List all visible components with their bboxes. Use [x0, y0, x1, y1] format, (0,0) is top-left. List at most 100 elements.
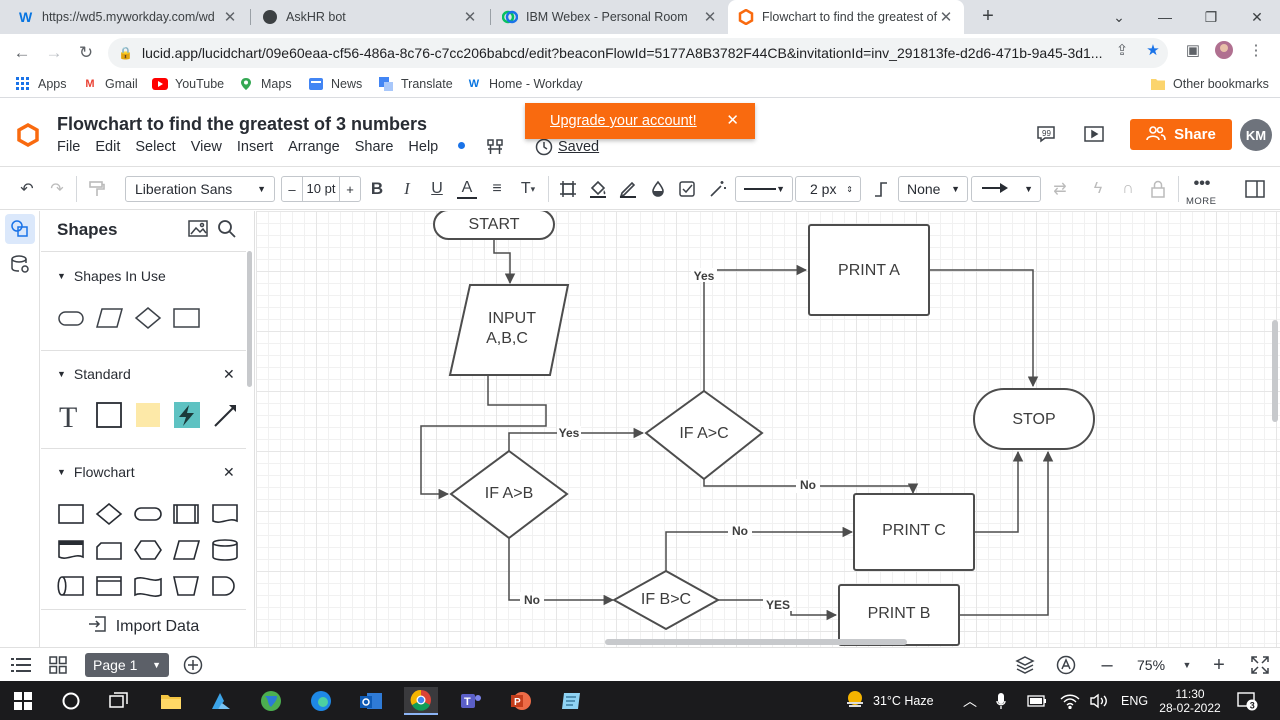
- profile-avatar-icon[interactable]: [1214, 40, 1234, 60]
- text-color-icon[interactable]: A: [457, 179, 477, 199]
- connector-ifbc-printc[interactable]: [665, 526, 854, 571]
- decision-ifbc[interactable]: [611, 569, 721, 631]
- tab-search-icon[interactable]: ⌄: [1113, 8, 1125, 25]
- close-section-icon[interactable]: ✕: [223, 366, 235, 382]
- database-shape[interactable]: [212, 539, 238, 561]
- menu-edit[interactable]: Edit: [95, 139, 121, 155]
- section-shapes-in-use[interactable]: ▼Shapes In Use: [57, 268, 166, 284]
- browser-tab-workday[interactable]: W https://wd5.myworkday.com/wd ✕: [19, 9, 237, 26]
- close-section-icon[interactable]: ✕: [223, 464, 235, 480]
- start-terminator[interactable]: [433, 211, 555, 240]
- redo-icon[interactable]: ↷: [50, 181, 64, 198]
- present-icon[interactable]: [1083, 124, 1105, 144]
- image-search-icon[interactable]: [188, 220, 210, 241]
- section-flowchart[interactable]: ▼Flowchart: [57, 464, 135, 480]
- connector-printa-stop[interactable]: [929, 269, 1039, 388]
- browser-tab-lucid[interactable]: Flowchart to find the greatest of ✕: [728, 0, 964, 34]
- input-parallelogram[interactable]: [448, 284, 570, 376]
- notification-center-icon[interactable]: 3: [1236, 681, 1258, 720]
- connector-ifac-printa[interactable]: [703, 264, 808, 391]
- clock[interactable]: 11:30 28-02-2022: [1159, 686, 1221, 715]
- decision-shape[interactable]: [95, 503, 123, 526]
- action-icon[interactable]: ϟ: [1093, 180, 1103, 197]
- delay-shape[interactable]: [212, 576, 235, 596]
- notepad-icon[interactable]: [554, 687, 588, 715]
- italic-icon[interactable]: I: [404, 179, 410, 198]
- restore-icon[interactable]: ❐: [1204, 8, 1218, 25]
- bookmark-translate[interactable]: Translate: [378, 76, 453, 92]
- decrease-size-button[interactable]: –: [288, 181, 296, 197]
- shapes-panel-icon[interactable]: [5, 214, 35, 244]
- underline-icon[interactable]: U: [431, 180, 443, 197]
- connector-ifab-ifac[interactable]: [508, 427, 645, 451]
- menu-help[interactable]: Help: [408, 139, 480, 155]
- page-tab[interactable]: Page 1▼: [85, 653, 169, 677]
- undo-icon[interactable]: ↶: [20, 181, 34, 198]
- layers-icon[interactable]: [1014, 655, 1036, 675]
- rectangle-shape[interactable]: [173, 308, 200, 328]
- close-window-icon[interactable]: ✕: [1251, 8, 1263, 25]
- bold-icon[interactable]: B: [370, 179, 384, 198]
- line-color-icon[interactable]: [617, 179, 639, 199]
- font-size-stepper[interactable]: –10 pt+: [281, 176, 361, 202]
- stop-terminator[interactable]: [973, 388, 1095, 450]
- task-view-icon[interactable]: [102, 687, 136, 715]
- internal-storage-shape[interactable]: [96, 576, 122, 596]
- powerpoint-icon[interactable]: P: [504, 687, 538, 715]
- menu-share[interactable]: Share: [354, 139, 394, 155]
- back-icon[interactable]: ←: [13, 43, 31, 62]
- line-shape-icon[interactable]: [871, 179, 891, 199]
- canvas-horizontal-scrollbar[interactable]: [605, 639, 907, 645]
- terminator-shape[interactable]: [134, 507, 162, 521]
- user-avatar[interactable]: KM: [1240, 119, 1272, 151]
- bookmark-youtube[interactable]: YouTube: [152, 76, 224, 92]
- saved-status[interactable]: Saved: [558, 139, 600, 155]
- direct-data-shape[interactable]: [57, 576, 84, 596]
- fill-color-icon[interactable]: [587, 179, 609, 199]
- integrations-icon[interactable]: [484, 137, 506, 157]
- page-list-icon[interactable]: [10, 655, 32, 675]
- process-print-a[interactable]: [808, 224, 930, 316]
- container-icon[interactable]: [557, 179, 579, 199]
- new-tab-icon[interactable]: +: [982, 5, 994, 27]
- other-bookmarks[interactable]: Other bookmarks: [1150, 76, 1269, 92]
- manual-operation-shape[interactable]: [173, 576, 199, 596]
- end-arrow-select[interactable]: ▼: [971, 176, 1041, 202]
- forward-icon[interactable]: →: [45, 43, 63, 62]
- close-tab-icon[interactable]: ✕: [463, 9, 477, 26]
- address-bar[interactable]: 🔒 lucid.app/lucidchart/09e60eaa-cf56-486…: [108, 38, 1168, 68]
- data-linking-icon[interactable]: [5, 249, 35, 279]
- share-page-icon[interactable]: ⇪: [1115, 42, 1129, 59]
- bookmark-news[interactable]: News: [308, 76, 362, 92]
- document-shape[interactable]: [212, 504, 238, 523]
- lucid-logo-icon[interactable]: [16, 122, 40, 148]
- wifi-icon[interactable]: [1060, 681, 1080, 720]
- text-options-icon[interactable]: T▾: [520, 180, 536, 197]
- align-icon[interactable]: ≡: [492, 180, 502, 197]
- more-icon[interactable]: •••: [1193, 175, 1211, 192]
- browser-tab-webex[interactable]: IBM Webex - Personal Room ✕: [492, 0, 728, 34]
- volume-icon[interactable]: [1089, 681, 1109, 720]
- weather-widget[interactable]: 31°C Haze: [845, 681, 934, 720]
- sticky-note-shape[interactable]: [136, 403, 160, 427]
- line-style-select[interactable]: ▼: [735, 176, 793, 202]
- line-width-select[interactable]: 2 px⇕: [795, 176, 861, 202]
- page-grid-icon[interactable]: [47, 655, 69, 675]
- search-taskbar-icon[interactable]: [54, 687, 88, 715]
- zoom-level[interactable]: 75%: [1137, 657, 1166, 673]
- more-label[interactable]: MORE: [1186, 196, 1217, 207]
- predefined-process-shape[interactable]: [173, 504, 199, 524]
- zoom-out-icon[interactable]: –: [1101, 653, 1113, 676]
- comments-icon[interactable]: 99: [1035, 124, 1057, 144]
- decision-ifab[interactable]: [449, 449, 569, 540]
- fullscreen-icon[interactable]: [1249, 655, 1271, 675]
- lock-shape-icon[interactable]: [1148, 179, 1168, 199]
- azure-icon[interactable]: [204, 687, 238, 715]
- decision-shape[interactable]: [134, 307, 162, 329]
- microphone-icon[interactable]: [996, 681, 1006, 720]
- link-icon[interactable]: ∩: [1122, 180, 1134, 197]
- bookmark-maps[interactable]: Maps: [238, 76, 292, 92]
- windows-start-icon[interactable]: [6, 687, 40, 715]
- tray-overflow-icon[interactable]: ︿: [963, 692, 977, 709]
